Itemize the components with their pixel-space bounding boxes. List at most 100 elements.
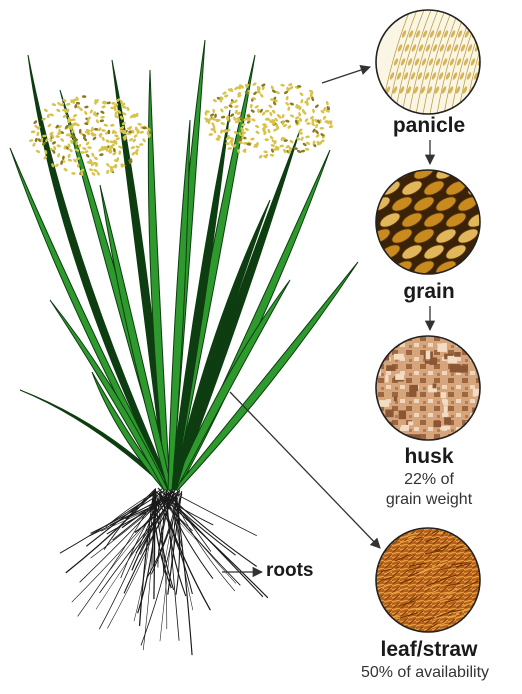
panicle-grain	[34, 138, 38, 143]
grain-kernel	[456, 162, 481, 182]
panicle-grain	[72, 113, 77, 118]
panicle-grain	[57, 153, 61, 158]
panicle-grain	[268, 104, 273, 109]
panicle-grain	[210, 113, 215, 117]
panicle-grain	[139, 130, 144, 134]
panicle-grain	[101, 129, 106, 132]
husk-fleck	[454, 352, 461, 357]
panicle-grain	[99, 119, 104, 122]
husk-fleck	[444, 406, 448, 414]
panicle-grain	[280, 83, 285, 87]
panicle-grain	[259, 93, 264, 98]
panicle-grain	[68, 148, 73, 153]
husk-fleck	[433, 421, 441, 427]
straw-fiber	[483, 554, 498, 561]
panicle-grain	[101, 105, 106, 109]
panicle-grain	[31, 130, 36, 133]
panicle-grain	[305, 135, 310, 138]
straw-fiber	[482, 531, 495, 535]
panicle-grain	[285, 101, 290, 106]
panicle-grain	[254, 105, 259, 110]
husk-fleck	[379, 400, 389, 407]
panicle-grain	[300, 149, 305, 152]
panicle-detail-grain	[492, 30, 498, 39]
leaves-illustration	[10, 40, 358, 490]
husk-fleck	[444, 417, 451, 424]
panicle-grain	[263, 150, 268, 153]
panicle-grain	[214, 113, 217, 118]
root-strand	[109, 490, 173, 571]
panicle-grain	[130, 146, 135, 150]
panicle-grain	[315, 133, 320, 138]
panicle-grain	[295, 116, 300, 120]
leaf-straw-note: 50% of availability	[330, 663, 520, 682]
panicle-grain	[244, 127, 249, 131]
panicle-grain	[35, 149, 40, 153]
panicle-grain	[315, 123, 319, 128]
panicle-grain	[250, 137, 255, 141]
panicle-grain	[133, 134, 138, 139]
panicle-grain	[267, 129, 271, 134]
panicle-detail-grain	[488, 44, 494, 53]
panicle-grain	[256, 90, 261, 94]
panicle-detail-grain	[481, 44, 487, 53]
straw-fiber	[375, 613, 386, 619]
panicle-grain	[306, 122, 310, 125]
husk-fleck	[409, 385, 418, 391]
panicle-grain	[55, 135, 60, 138]
panicle-grain	[289, 102, 294, 106]
panicle-grain	[142, 127, 146, 130]
panicle-grain	[100, 116, 105, 119]
panicle-grain	[36, 131, 40, 136]
panicle-grain	[49, 113, 54, 117]
panicle-grain	[139, 143, 143, 146]
husk-fleck	[425, 360, 431, 364]
husk-fleck	[433, 384, 437, 389]
panicle-grain	[220, 122, 225, 126]
panicle-grain	[63, 167, 68, 172]
panicle-grain	[305, 148, 310, 151]
panicle-grain	[255, 124, 260, 128]
husk-label: husk	[368, 445, 490, 469]
panicle-grain	[89, 109, 93, 114]
panicle-grain	[287, 106, 291, 111]
straw-fiber	[447, 527, 460, 529]
panicle-grain	[92, 136, 97, 141]
husk-fleck	[409, 391, 416, 397]
panicle-grain	[82, 95, 87, 98]
husk-fleck	[401, 425, 409, 431]
panicle-grain	[220, 129, 224, 134]
panicle-grain	[287, 125, 292, 130]
panicle-grain	[142, 138, 147, 143]
panicle-grain	[60, 137, 65, 142]
panicle-grain	[258, 154, 263, 159]
husk-circle	[376, 336, 480, 443]
panicle-grain	[314, 104, 319, 109]
panicle-grain	[135, 145, 140, 149]
panicle-grain	[87, 146, 92, 149]
panicle-grain	[103, 123, 108, 127]
panicle-grain	[285, 96, 289, 101]
husk-fleck	[443, 400, 448, 406]
panicle-grain	[227, 147, 232, 150]
panicle-grain	[54, 163, 59, 168]
panicle-grain	[82, 147, 87, 151]
panicle-grain	[297, 149, 302, 153]
panicle-grain	[95, 119, 99, 124]
straw-fiber	[482, 520, 493, 527]
panicle-grain	[252, 82, 257, 87]
roots-label: roots	[266, 560, 314, 582]
panicle-grain	[233, 99, 238, 104]
panicle-grain	[285, 119, 290, 123]
husk-note-line1: 22% of	[368, 470, 490, 489]
panicle-grain	[289, 139, 294, 144]
panicle-grain	[250, 104, 253, 109]
panicle-grain	[220, 108, 224, 113]
panicle-grain	[304, 118, 309, 123]
panicle-grain	[137, 122, 142, 126]
husk-fleck	[441, 392, 446, 398]
panicle-grain	[208, 133, 213, 136]
panicle-grain	[67, 158, 72, 162]
panicle-grain	[269, 135, 274, 140]
